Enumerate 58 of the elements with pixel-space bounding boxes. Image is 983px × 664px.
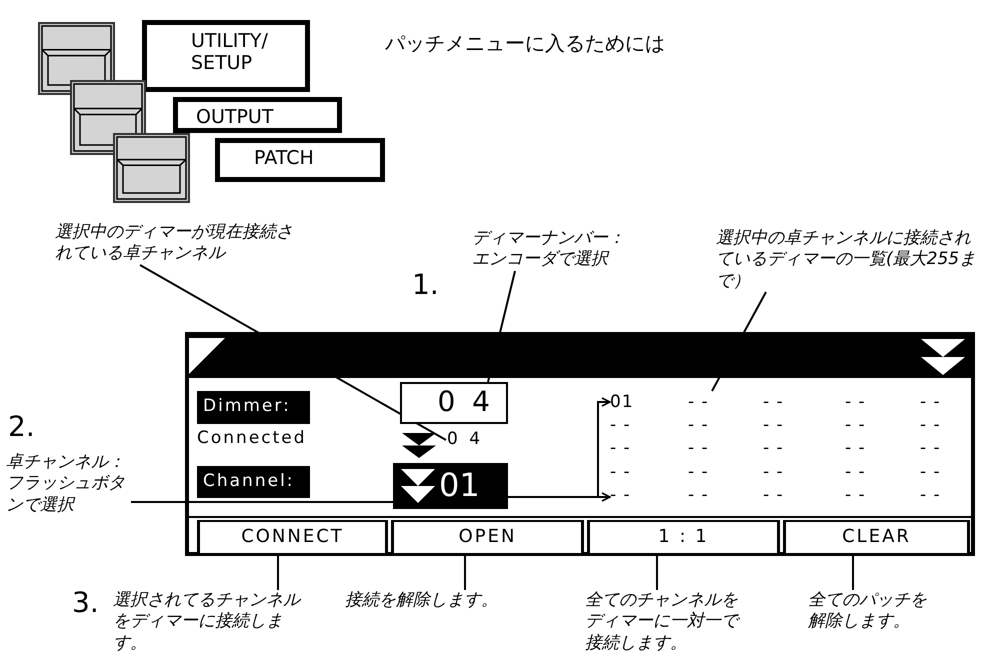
- callout-text: 全てのパッチを解除します。: [808, 590, 938, 632]
- list-entry: - -: [688, 391, 728, 413]
- channel-number: 01: [439, 465, 480, 505]
- step-number: 2.: [8, 410, 35, 443]
- step-number: 3.: [72, 586, 99, 619]
- softkey-button: CLEAR: [783, 520, 970, 553]
- list-entry: - -: [845, 461, 866, 483]
- callout-text: 選択されてるチャンネルをディマーに接続します。: [113, 590, 313, 654]
- softkey-button: CONNECT: [197, 520, 388, 553]
- leader-line: [277, 553, 279, 590]
- field-label: Dimmer:: [197, 391, 310, 424]
- list-entry: - -: [920, 484, 941, 506]
- list-entry: 01: [610, 391, 650, 413]
- menu-key-label: OUTPUT: [173, 97, 342, 133]
- list-entry: - -: [763, 391, 784, 413]
- list-entry: - -: [688, 484, 709, 506]
- channel-number-field: [393, 463, 508, 509]
- step-number: 1.: [412, 268, 439, 301]
- field-label: Connected: [197, 428, 307, 448]
- dimmer-number-field: 0 4: [400, 382, 508, 424]
- callout-text: 接続を解除します。: [345, 590, 545, 612]
- list-entry: - -: [688, 437, 709, 459]
- softkey-button: OPEN: [391, 520, 584, 553]
- list-entry: - -: [763, 484, 784, 506]
- softkey-button: 1 : 1: [587, 520, 780, 553]
- display-screen: [185, 332, 975, 556]
- list-entry: - -: [763, 437, 784, 459]
- list-entry: - -: [920, 461, 941, 483]
- list-entry: - -: [920, 437, 941, 459]
- leader-line: [852, 553, 854, 590]
- list-entry: - -: [610, 437, 631, 459]
- callout-text: ディマーナンバー：エンコーダで選択: [472, 228, 637, 270]
- title: パッチメニューに入るためには: [385, 30, 665, 57]
- callout-text: 卓チャンネル：フラッシュボタンで選択: [6, 452, 131, 516]
- list-entry: - -: [845, 437, 866, 459]
- leader-line: [656, 553, 658, 590]
- callout-text: 選択中の卓チャンネルに接続されているディマーの一覧(最大255まで）: [716, 228, 981, 292]
- leader-line: [464, 553, 466, 590]
- list-entry: - -: [763, 414, 784, 436]
- list-entry: - -: [845, 414, 866, 436]
- list-entry: - -: [845, 484, 866, 506]
- callout-text: 全てのチャンネルをディマーに一対一で接続します。: [585, 590, 750, 654]
- list-entry: - -: [845, 391, 866, 413]
- field-label: Channel:: [197, 466, 310, 498]
- list-entry: - -: [688, 414, 709, 436]
- leader-line: [131, 501, 393, 503]
- list-entry: - -: [610, 414, 631, 436]
- list-entry: - -: [920, 414, 941, 436]
- connected-channel-number: 0 4: [447, 428, 484, 450]
- list-entry: - -: [610, 461, 631, 483]
- callout-text: 選択中のディマーが現在接続されている卓チャンネル: [55, 222, 305, 264]
- list-entry: - -: [920, 391, 941, 413]
- menu-key-label: UTILITY/ SETUP: [142, 20, 310, 92]
- arrow: [508, 492, 611, 502]
- list-entry: - -: [688, 461, 709, 483]
- list-entry: - -: [610, 484, 650, 506]
- menu-key-label: PATCH: [215, 138, 385, 182]
- list-entry: - -: [763, 461, 784, 483]
